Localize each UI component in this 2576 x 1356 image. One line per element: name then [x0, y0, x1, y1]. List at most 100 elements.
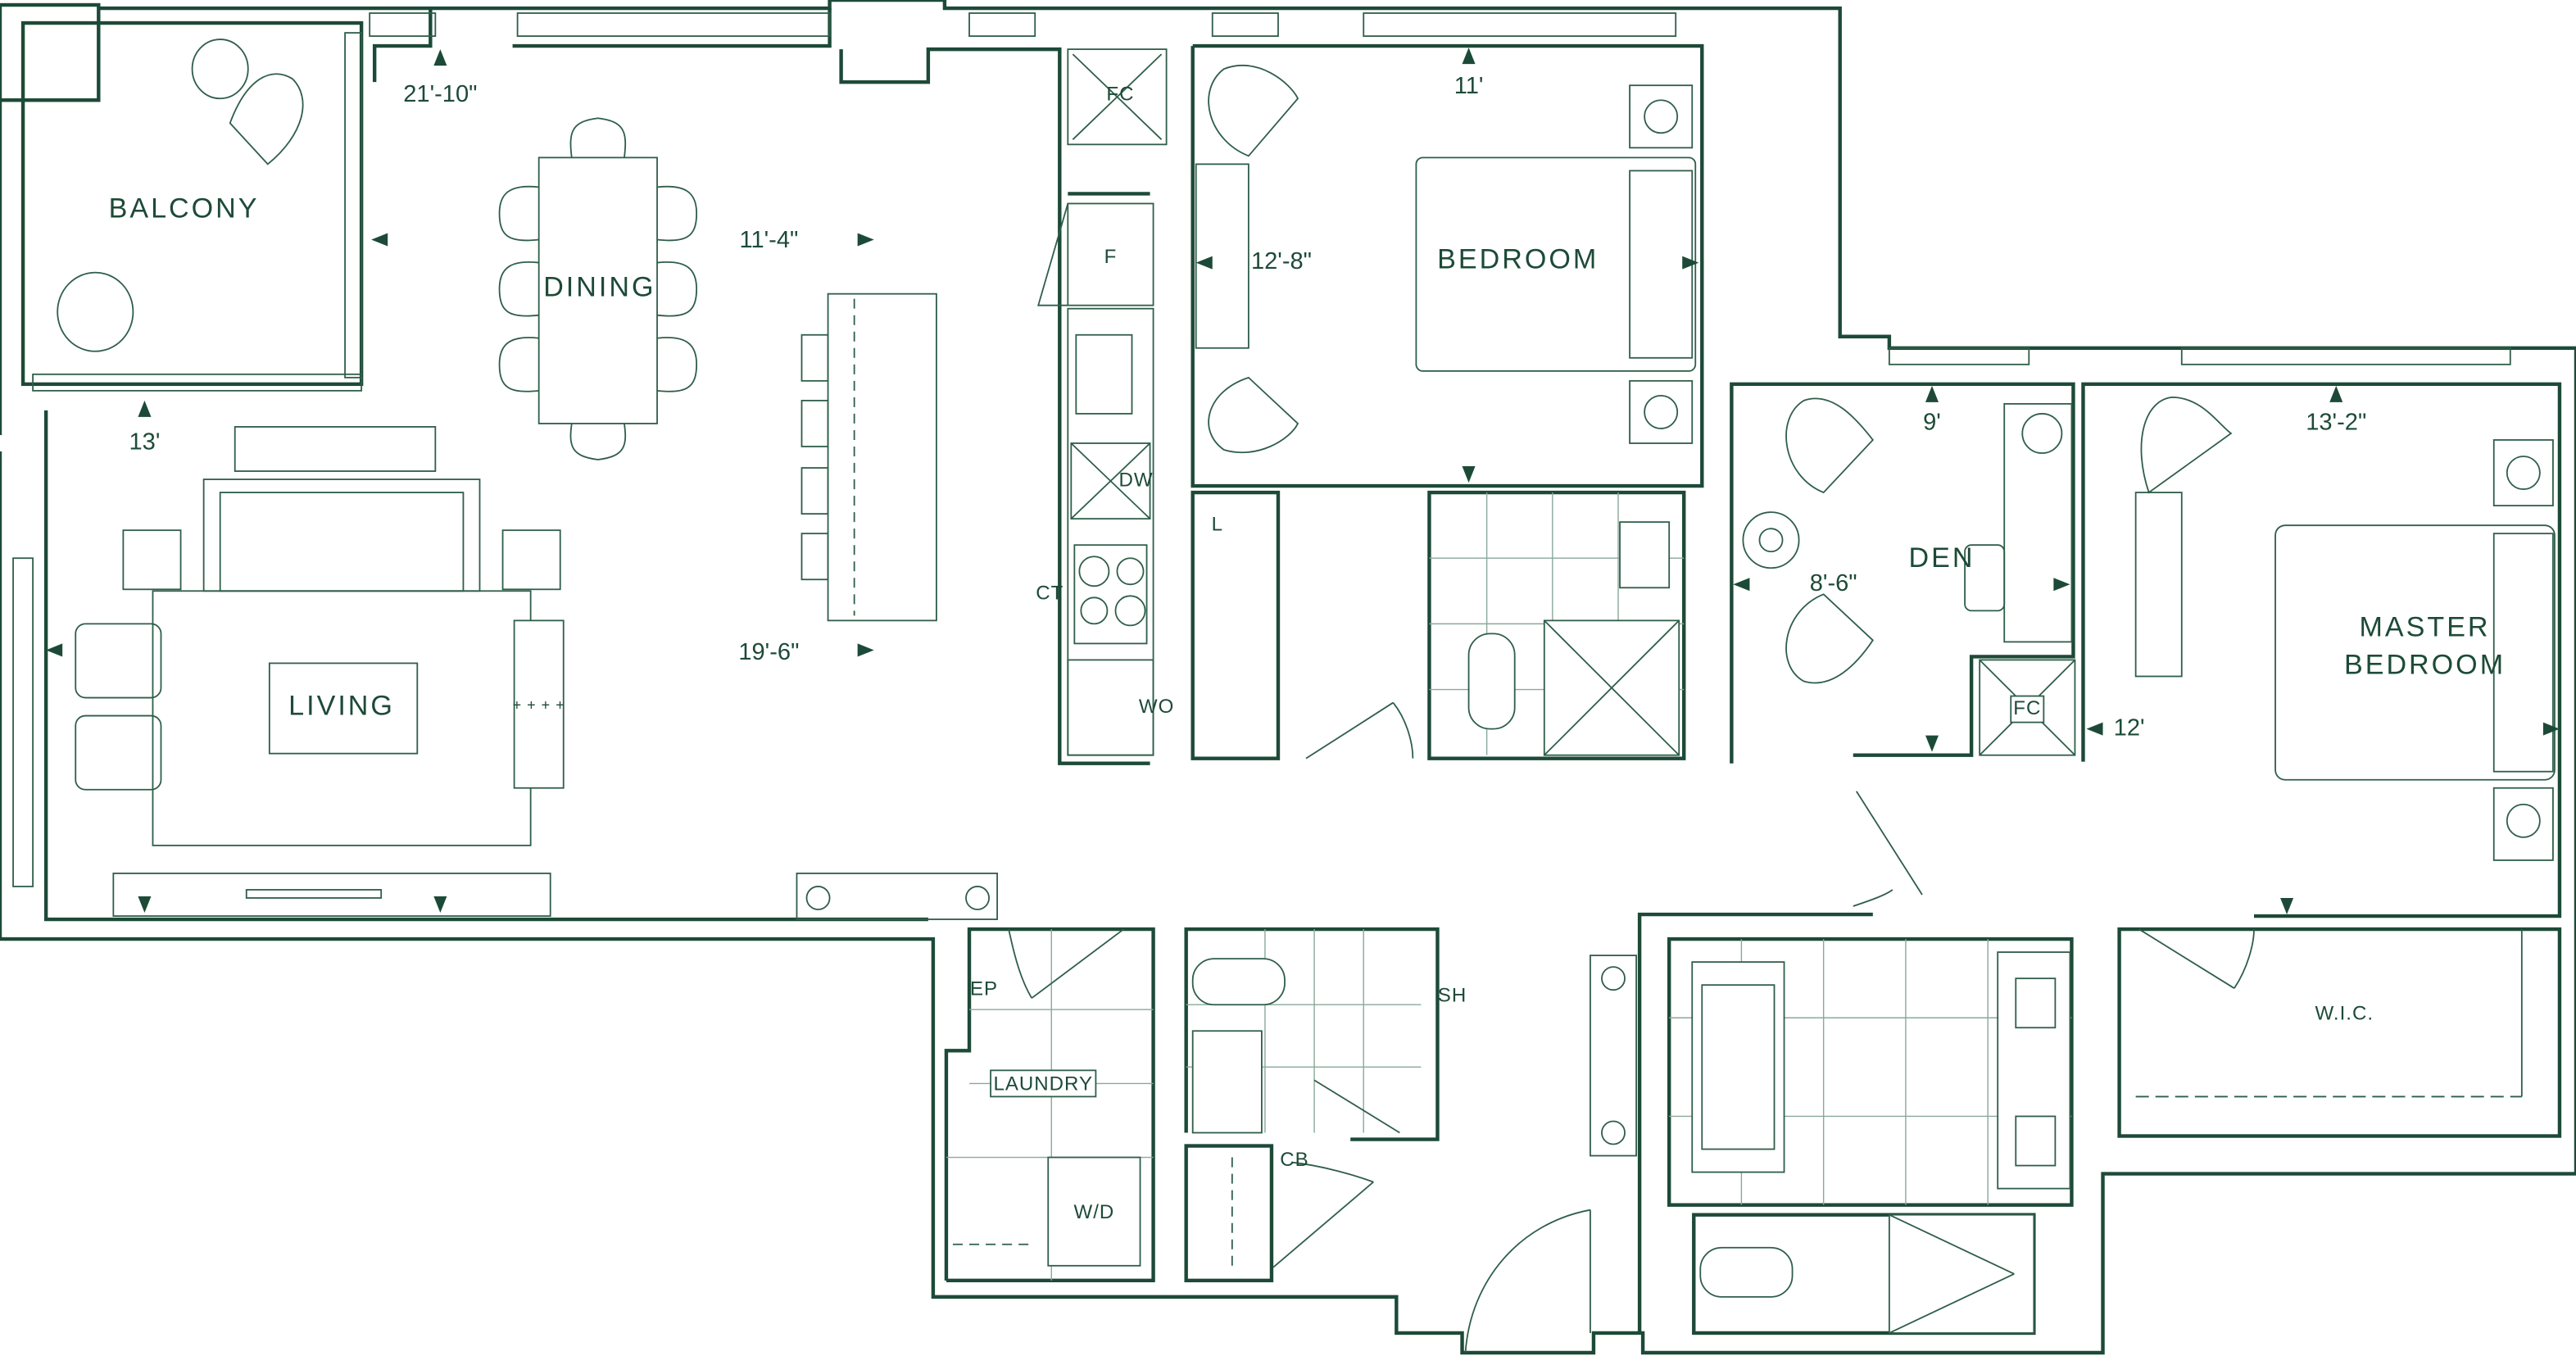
room-label-wic: W.I.C.	[2315, 1003, 2374, 1025]
master-bedroom: MASTER BEDROOM	[2081, 382, 2562, 918]
dim-arrow-right	[2542, 722, 2560, 736]
double-vanity	[1997, 951, 2071, 1190]
fixture-label-dw: DW	[1118, 469, 1153, 491]
dim-arrow-right	[2053, 578, 2070, 592]
dim-arrow-up	[138, 400, 152, 417]
dim-dining-width: 11'-4"	[739, 227, 798, 253]
vanity-sink	[1619, 521, 1671, 589]
armchair	[2140, 396, 2233, 494]
dim-living-length: 19'-6"	[738, 639, 799, 665]
fixture-label-linen: L	[1212, 514, 1223, 536]
linen-cabinet	[1590, 955, 1637, 1157]
bedroom: BEDROOM L	[1190, 43, 1704, 760]
dim-balcony-width: 13'	[129, 429, 161, 456]
second-bathroom: SH CB	[1184, 927, 1467, 1283]
dim-arrow-right	[1682, 256, 1699, 270]
dim-arrow-up	[2329, 385, 2343, 402]
fixture-label-fc-den: FC	[2013, 697, 2041, 719]
dim-den-width: 9'	[1923, 410, 1941, 436]
dim-master-width: 13'-2"	[2306, 410, 2366, 436]
dim-arrow-right	[857, 233, 874, 247]
dining-table	[537, 156, 658, 424]
dim-master-length: 12'	[2114, 714, 2145, 741]
fixture-label-sh: SH	[1438, 985, 1467, 1007]
dim-arrow-right	[857, 643, 874, 657]
dim-arrow-down	[138, 896, 152, 914]
fixture-label-ep: EP	[970, 978, 998, 1000]
fixture-label-wo: WO	[1139, 696, 1174, 718]
dim-arrow-left	[371, 233, 388, 247]
armchair	[1785, 593, 1874, 684]
room-label-bedroom: BEDROOM	[1437, 244, 1599, 275]
nightstand	[1629, 84, 1694, 149]
tv	[245, 889, 383, 899]
room-label-dining: DINING	[543, 272, 655, 303]
media-unit	[112, 873, 551, 917]
dim-arrow-down	[2280, 897, 2294, 915]
walk-in-closet: W.I.C.	[2117, 927, 2562, 1138]
den: FC DEN	[1730, 382, 2076, 907]
dim-arrow-left	[1195, 256, 1213, 270]
laundry-door	[1008, 928, 1125, 999]
dim-balcony-depth: 21'-10"	[403, 81, 477, 107]
plant-bench	[513, 619, 565, 789]
room-label-balcony: BALCONY	[109, 193, 260, 224]
plant-bench-pattern: + + + +	[513, 696, 565, 713]
dim-arrow-left	[2086, 722, 2103, 736]
room-label-laundry: LAUNDRY	[993, 1073, 1093, 1095]
armchair	[1208, 64, 1299, 157]
living-area: + + + + LIVING	[75, 426, 998, 920]
dim-arrow-down	[433, 896, 447, 914]
dim-arrow-up	[1462, 48, 1476, 65]
den-door	[1853, 791, 1923, 907]
closet-door	[1272, 1161, 1374, 1268]
bathtub	[1691, 961, 1785, 1173]
dresser	[1195, 163, 1249, 349]
armchair	[1208, 376, 1299, 454]
master-bathroom	[1464, 912, 2074, 1354]
balcony-table	[191, 39, 249, 100]
side-table	[1742, 511, 1800, 569]
balcony: BALCONY	[20, 20, 364, 392]
fixture-label-fc: FC	[1106, 84, 1134, 106]
dresser	[2134, 492, 2183, 678]
dim-arrow-up	[1925, 385, 1939, 402]
fixture-label-cb: CB	[1280, 1149, 1308, 1171]
shower-door	[1313, 1079, 1400, 1134]
desk	[2003, 402, 2073, 643]
washer-dryer	[1047, 1156, 1141, 1267]
room-label-den: DEN	[1909, 542, 1975, 574]
toilet	[1699, 1246, 1794, 1298]
bed	[2274, 524, 2556, 781]
nightstand	[1629, 379, 1694, 444]
room-label-master-line1: MASTER	[2360, 611, 2491, 642]
console	[234, 426, 437, 472]
armchair	[75, 714, 162, 791]
bedroom-door	[1305, 701, 1414, 760]
dim-arrow-up	[433, 49, 447, 66]
dim-arrow-down	[1462, 466, 1476, 483]
built-in-cabinet	[796, 873, 998, 920]
fixture-label-wd: W/D	[1074, 1201, 1115, 1223]
lounge-chair	[229, 73, 304, 166]
toilet	[1191, 958, 1286, 1006]
sofa	[202, 478, 481, 592]
dim-den-length: 8'-6"	[1810, 570, 1857, 596]
desk-chair	[1964, 544, 2006, 612]
dining-area: DINING	[498, 117, 698, 460]
toilet	[1467, 633, 1516, 730]
dim-arrow-down	[1925, 735, 1939, 752]
bed	[1415, 156, 1697, 372]
kitchen-sink	[1075, 333, 1133, 415]
coffee-table	[268, 662, 419, 755]
room-label-living: LIVING	[288, 691, 395, 722]
kitchen-island	[800, 293, 937, 622]
side-table	[501, 529, 561, 591]
fixture-label-ct: CT	[1036, 583, 1064, 605]
windows	[12, 12, 2511, 887]
room-label-master-line2: BEDROOM	[2344, 649, 2506, 680]
dim-bedroom-length: 12'-8"	[1251, 248, 1312, 274]
entry-door	[1464, 1209, 1591, 1354]
vanity-sink	[1191, 1030, 1263, 1134]
